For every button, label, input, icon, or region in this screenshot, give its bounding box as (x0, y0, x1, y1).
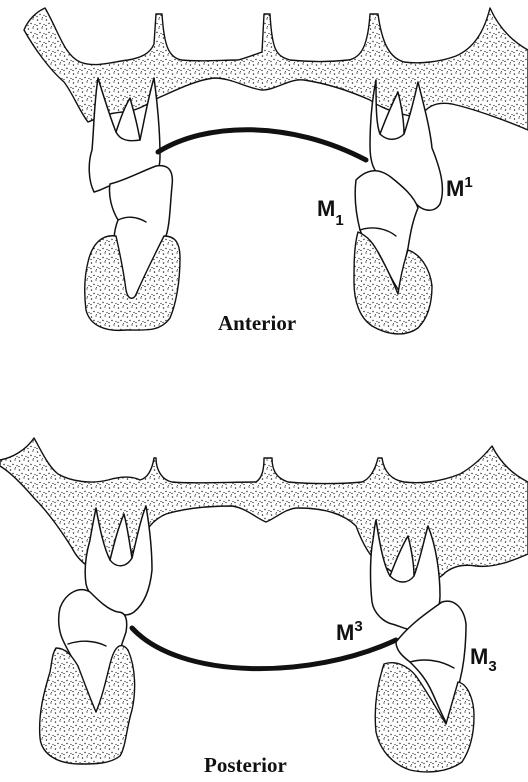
posterior-caption: Posterior (204, 753, 287, 777)
anterior-upper-molar-label: M1 (446, 174, 473, 201)
anterior-caption: Anterior (218, 311, 296, 335)
posterior-panel: M3 M3 Posterior (0, 438, 528, 777)
posterior-lower-molar-label: M3 (470, 644, 497, 675)
posterior-upper-jaw-bone (0, 438, 528, 584)
anterior-occlusal-curve (158, 130, 366, 160)
anterior-lower-molar-label: M1 (317, 196, 344, 229)
posterior-upper-molar-label: M3 (336, 618, 363, 645)
anterior-panel: M1 M1 Anterior (24, 8, 528, 335)
